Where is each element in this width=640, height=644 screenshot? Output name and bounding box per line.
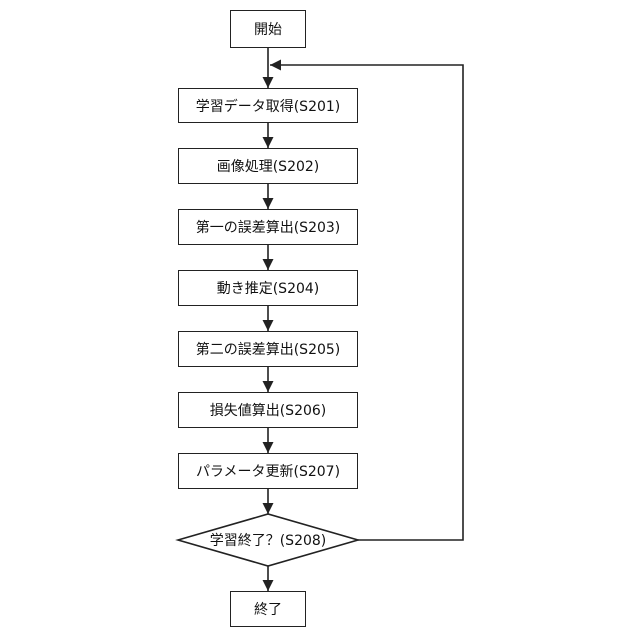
step-s204-label: 動き推定(S204) — [217, 278, 320, 298]
step-s206-label: 損失値算出(S206) — [210, 400, 327, 420]
step-s205-label: 第二の誤差算出(S205) — [196, 339, 341, 359]
step-s201-box: 学習データ取得(S201) — [178, 88, 358, 123]
step-s207-box: パラメータ更新(S207) — [178, 453, 358, 489]
step-s207-label: パラメータ更新(S207) — [196, 461, 340, 481]
step-s203-box: 第一の誤差算出(S203) — [178, 209, 358, 245]
decision-text: 学習終了？(S208) — [210, 530, 327, 550]
end-label: 終了 — [254, 599, 282, 619]
step-s205-box: 第二の誤差算出(S205) — [178, 331, 358, 367]
decision-label: 学習終了？(S208) — [188, 528, 348, 552]
step-s206-box: 損失値算出(S206) — [178, 392, 358, 428]
start-label: 開始 — [254, 19, 282, 39]
end-box: 終了 — [230, 591, 306, 627]
step-s203-label: 第一の誤差算出(S203) — [196, 217, 341, 237]
step-s201-label: 学習データ取得(S201) — [196, 96, 341, 116]
start-box: 開始 — [230, 10, 306, 48]
step-s202-box: 画像処理(S202) — [178, 148, 358, 184]
step-s204-box: 動き推定(S204) — [178, 270, 358, 306]
step-s202-label: 画像処理(S202) — [217, 156, 320, 176]
